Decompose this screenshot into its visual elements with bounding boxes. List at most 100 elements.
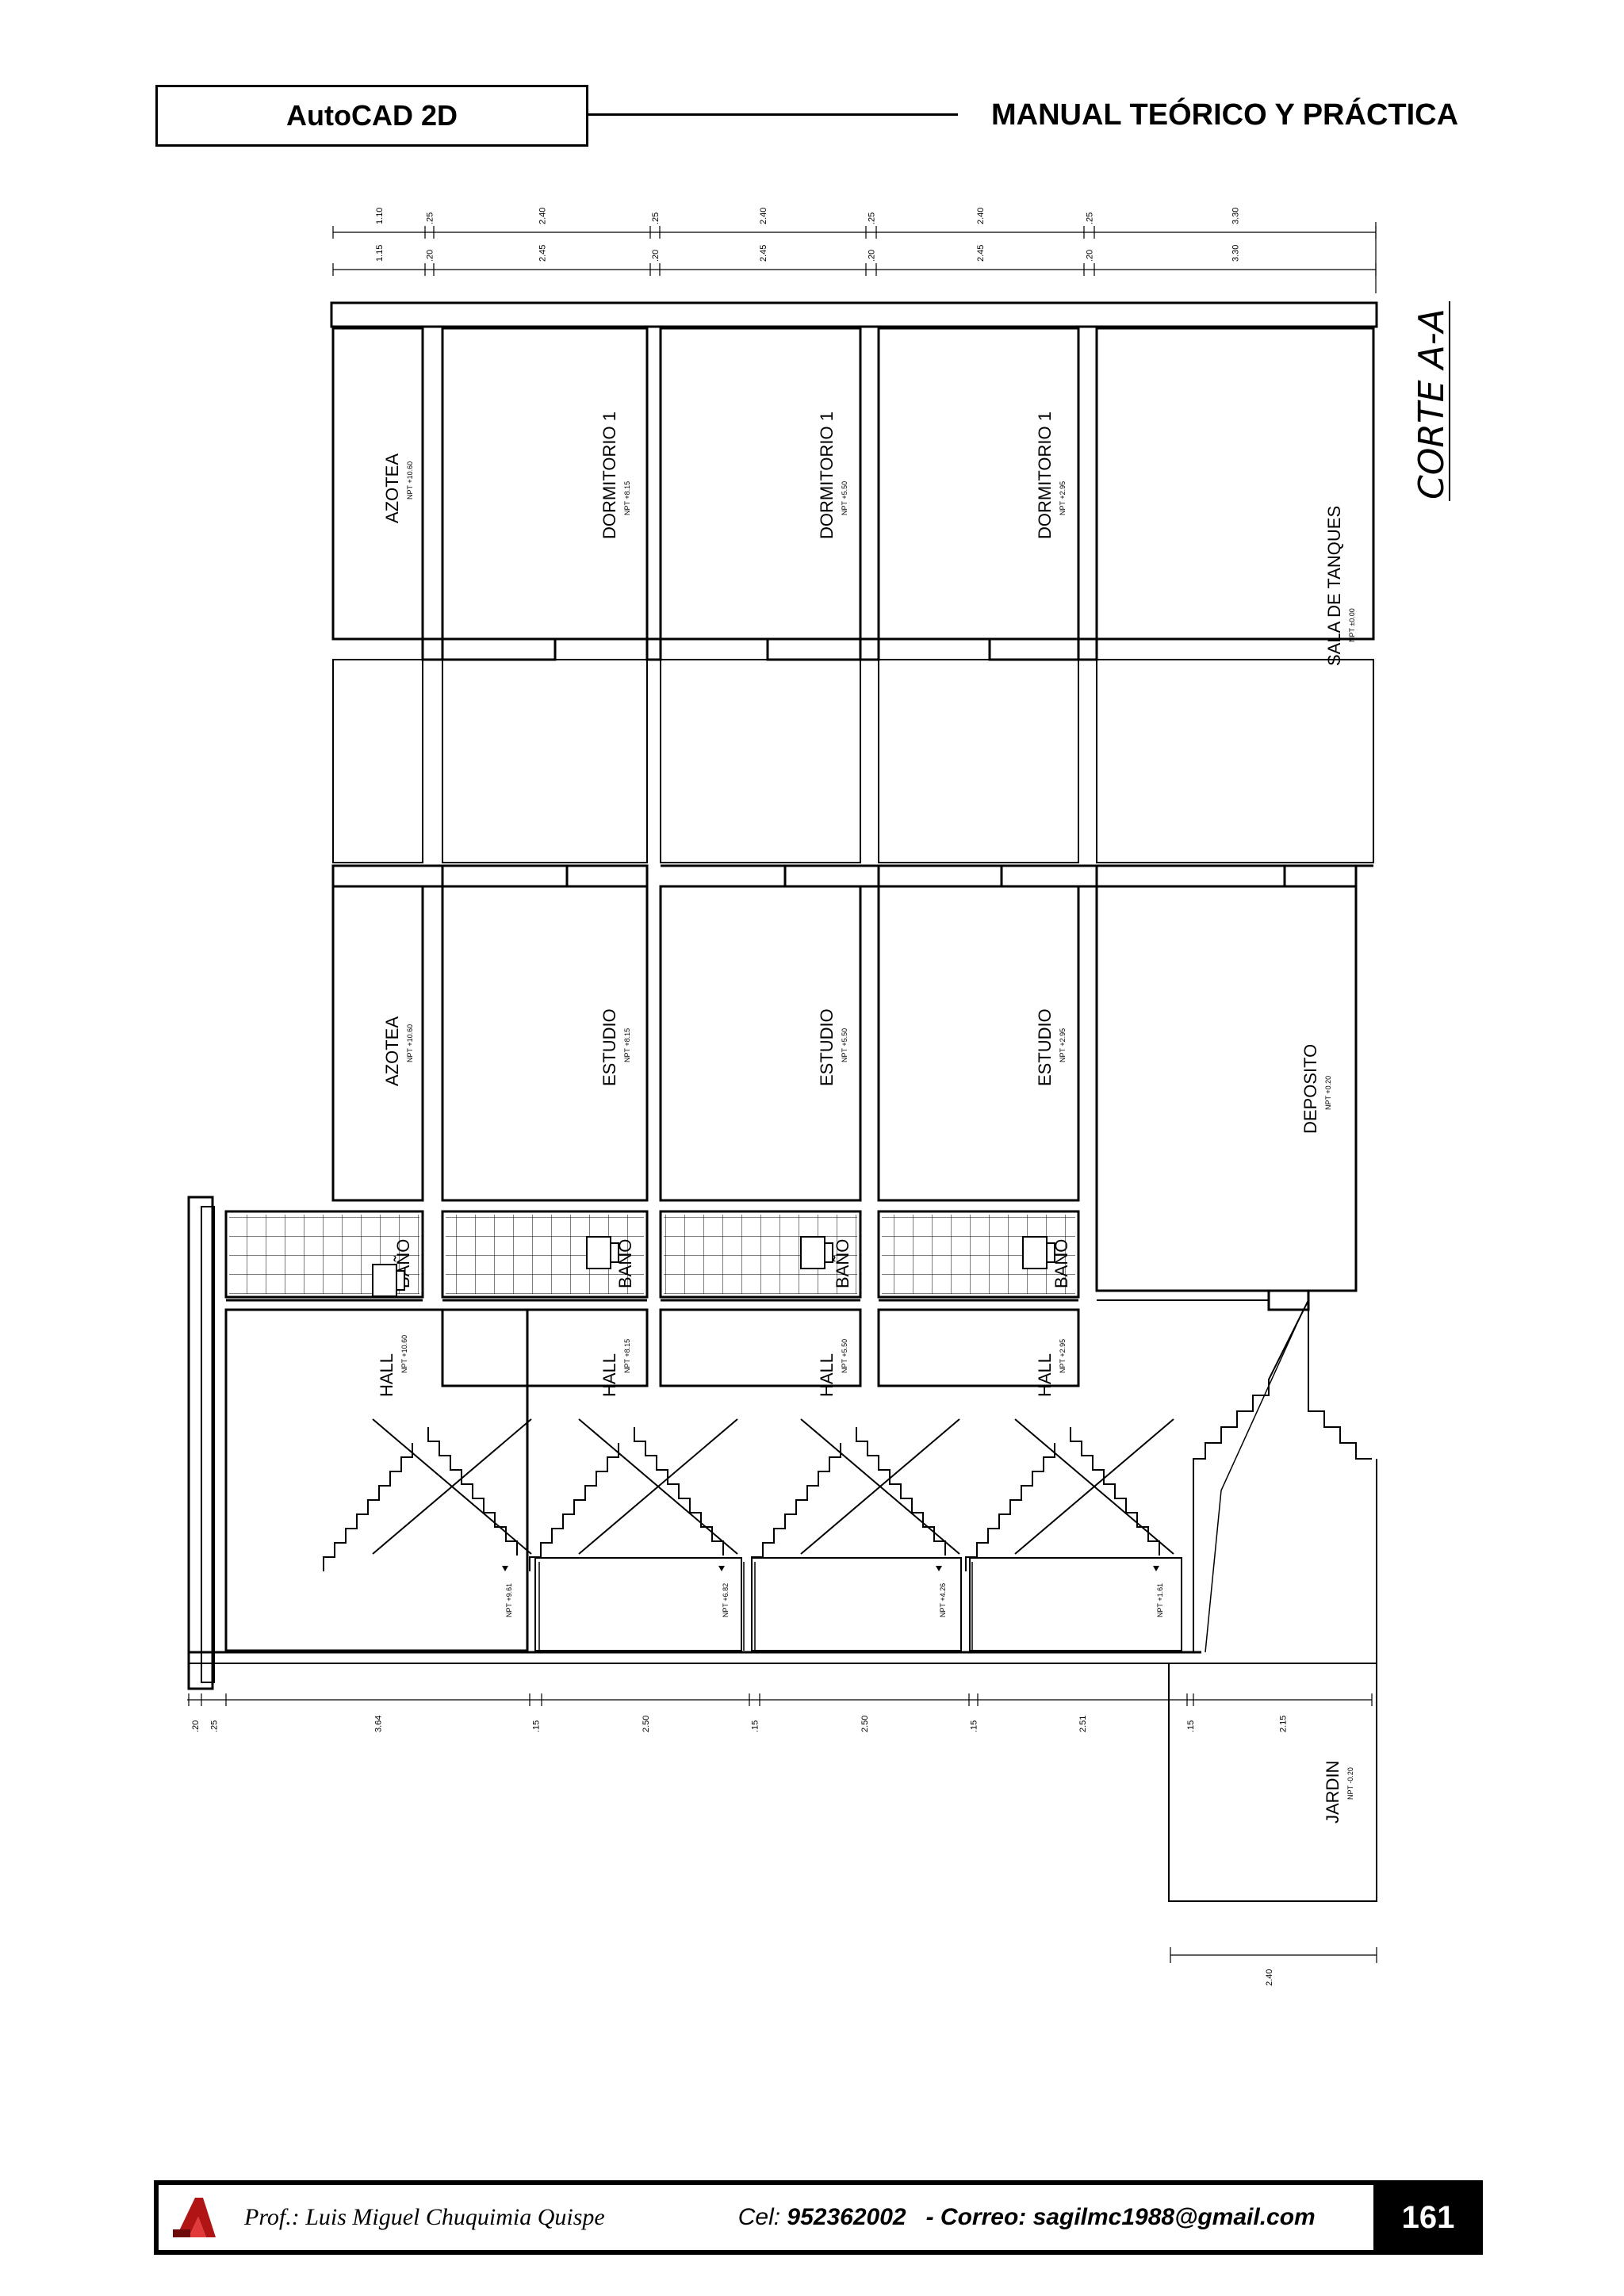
dim-label-top-1: 3.30 (1231, 208, 1241, 224)
dim-label-top-1: .25 (1086, 212, 1095, 224)
beam (421, 637, 444, 661)
room-level: NPT +10.60 (406, 461, 414, 499)
page-number: 161 (1401, 2199, 1455, 2235)
level-marker-icon (936, 1566, 942, 1571)
stair-rail (1014, 1418, 1174, 1555)
hall-upper-box (877, 1308, 1080, 1387)
middle-room-box (659, 885, 862, 1202)
mid-band-box (442, 659, 648, 863)
dim-label-bottom: .15 (1186, 1720, 1196, 1732)
dim-label-top-2: .20 (1086, 250, 1095, 262)
room-name: AZOTEA (382, 453, 402, 523)
dim-label-garden: 2.40 (1265, 1969, 1274, 1986)
room-name: HALL (1035, 1353, 1055, 1397)
room-name: DORMITORIO 1 (599, 411, 619, 539)
header-divider-line (588, 113, 958, 116)
footer-contact: Cel: 952362002 - Correo: sagilmc1988@gma… (738, 2204, 1316, 2231)
roof-slab (330, 301, 1378, 328)
beam (645, 637, 662, 661)
room-name: HALL (817, 1353, 837, 1397)
landing-box (969, 1557, 1182, 1651)
landing-box (751, 1557, 962, 1651)
beam (331, 864, 444, 888)
autocad-logo-icon (171, 2193, 220, 2242)
room-name: DORMITORIO 1 (1035, 411, 1055, 539)
garden-box (1168, 1663, 1377, 1902)
stair-flight (751, 1443, 841, 1571)
dim-label-top-1: 2.40 (538, 208, 548, 224)
toilet-icon (800, 1236, 825, 1269)
dim-label-top-1: .25 (868, 212, 877, 224)
dim-label-top-1: 1.10 (375, 208, 385, 224)
dim-label-top-1: .25 (426, 212, 435, 224)
beam (859, 637, 880, 661)
mid-band-box (660, 659, 861, 863)
stair-flight (1070, 1427, 1160, 1556)
room-name: SALA DE TANQUES (1324, 506, 1344, 666)
footer-bar: Prof.: Luis Miguel Chuquimia Quispe Cel:… (154, 2180, 1483, 2255)
room-name: DEPOSITO (1300, 1044, 1320, 1134)
landing-level: NPT +6.82 (722, 1583, 730, 1617)
room-level: NPT +5.50 (841, 1028, 848, 1062)
stair-flight (856, 1427, 946, 1556)
dim-label-bottom: .15 (970, 1720, 979, 1732)
mid-band-box (332, 659, 423, 863)
room-level: NPT +5.50 (841, 1339, 848, 1373)
toilet-tank-icon (824, 1242, 833, 1263)
room-labels-layer: AZOTEA NPT +10.60 DORMITORIO 1 NPT +8.15 DOR… (372, 411, 1356, 1823)
room-name: ESTUDIO (1035, 1008, 1055, 1086)
header-left-title: AutoCAD 2D (286, 99, 458, 132)
toilet-icon (372, 1264, 397, 1297)
toilet-icon (586, 1236, 611, 1269)
room-name: ESTUDIO (599, 1008, 619, 1086)
room-level: NPT +8.15 (623, 481, 631, 515)
landing-level: NPT +4.26 (939, 1583, 947, 1617)
left-wall (187, 1196, 214, 1690)
exterior-stair-rail (1205, 1315, 1301, 1653)
hall-upper-box (441, 1308, 649, 1387)
beam-drop (988, 637, 1080, 661)
dim-label-bottom: 2.50 (860, 1716, 870, 1732)
exterior-stair (1308, 1300, 1372, 1460)
level-marker-icon (1153, 1566, 1159, 1571)
section-title: CORTE A-A (1411, 308, 1452, 499)
dim-label-top-2: 2.45 (538, 245, 548, 262)
dim-label-top-2: .20 (868, 250, 877, 262)
dim-label-top-1: .25 (651, 212, 661, 224)
dim-label-bottom: 2.50 (642, 1716, 651, 1732)
dim-label-top-2: 3.30 (1231, 245, 1241, 262)
header-title-box: AutoCAD 2D (155, 85, 588, 147)
toilet-icon (1022, 1236, 1048, 1269)
dim-label-top-2: .20 (426, 250, 435, 262)
room-level: NPT +8.15 (623, 1028, 631, 1062)
room-level: NPT -0.20 (1346, 1767, 1354, 1800)
beam (1267, 1289, 1310, 1311)
beam-drop (766, 637, 862, 661)
dim-label-top-1: 2.40 (976, 208, 986, 224)
room-level: NPT +5.50 (841, 481, 848, 515)
footer-professor: Prof.: Luis Miguel Chuquimia Quispe (244, 2204, 605, 2230)
dim-label-bottom: 3.64 (374, 1716, 384, 1732)
dim-label-bottom: 2.15 (1279, 1716, 1289, 1732)
dim-label-top-1: 2.40 (759, 208, 768, 224)
level-marker-icon (718, 1566, 725, 1571)
dim-label-top-2: 2.45 (976, 245, 986, 262)
stair-flight (323, 1443, 413, 1571)
bath-box (659, 1210, 862, 1299)
dim-label-top-2: .20 (651, 250, 661, 262)
dim-label-top-2: 2.45 (759, 245, 768, 262)
dim-label-bottom: .25 (210, 1720, 220, 1732)
toilet-tank-icon (396, 1270, 405, 1291)
bath-box (441, 1210, 649, 1299)
room-name: AZOTEA (382, 1016, 402, 1086)
landing-box (534, 1557, 742, 1651)
left-wall-inner (201, 1206, 215, 1683)
beam (1283, 864, 1358, 888)
structure-layer (187, 301, 1378, 1902)
hall-upper-box (659, 1308, 862, 1387)
level-marker-icon (502, 1566, 508, 1571)
stair-flight (529, 1443, 619, 1571)
stair-rail (800, 1418, 960, 1555)
room-level: NPT +10.60 (406, 1024, 414, 1062)
